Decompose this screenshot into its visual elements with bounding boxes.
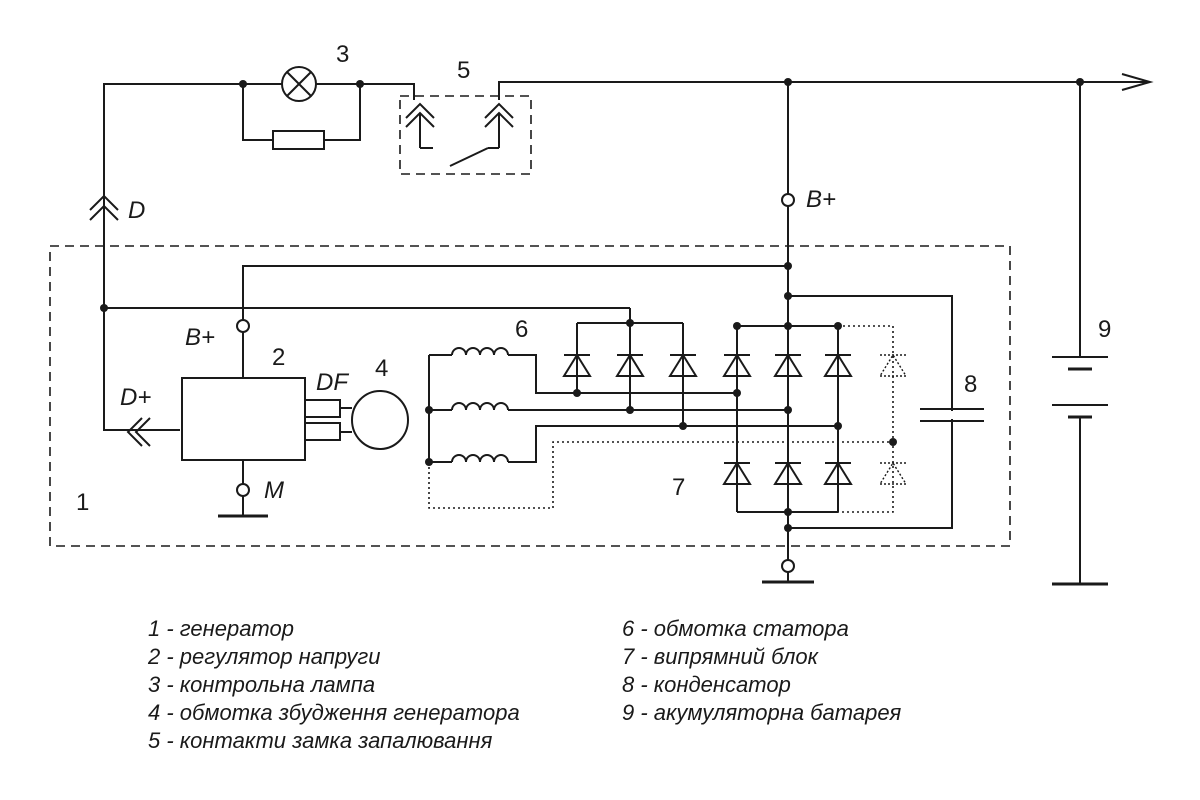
legend-item: 8 - конденсатор — [622, 672, 791, 697]
label-3: 3 — [336, 41, 349, 68]
label-4: 4 — [375, 355, 388, 382]
rectifier-diodes — [562, 353, 908, 485]
legend: 1 - генератор 2 - регулятор напруги 3 - … — [147, 616, 902, 753]
stator-winding — [428, 347, 893, 509]
label-1: 1 — [76, 489, 89, 516]
capacitor — [920, 408, 984, 422]
d-plus-connector — [126, 417, 151, 447]
generator-wiring — [103, 224, 953, 529]
control-lamp — [281, 66, 317, 102]
legend-item: 1 - генератор — [148, 616, 294, 641]
label-m: M — [264, 477, 284, 504]
label-d: D — [128, 197, 145, 224]
battery — [1052, 82, 1108, 586]
b-plus-terminal — [781, 193, 795, 207]
top-wiring — [103, 81, 1150, 224]
label-d-plus: D+ — [120, 384, 151, 411]
ground-terminal — [781, 559, 795, 573]
ignition-switch — [399, 95, 532, 175]
legend-item: 4 - обмотка збудження генератора — [148, 700, 520, 725]
label-5: 5 — [457, 57, 470, 84]
d-connector — [89, 194, 119, 221]
generator-boundary — [49, 245, 1011, 547]
label-8: 8 — [964, 371, 977, 398]
label-b-plus-reg: B+ — [185, 324, 215, 351]
label-df: DF — [316, 369, 349, 396]
lamp-resistor — [272, 130, 325, 150]
legend-item: 2 - регулятор напруги — [147, 644, 380, 669]
voltage-regulator — [181, 377, 306, 461]
label-b-plus-top: B+ — [806, 186, 836, 213]
field-winding — [351, 390, 409, 450]
label-6: 6 — [515, 316, 528, 343]
regulator-b-plus-terminal — [236, 319, 250, 333]
label-2: 2 — [272, 344, 285, 371]
legend-item: 7 - випрямний блок — [622, 644, 820, 669]
legend-item: 6 - обмотка статора — [622, 616, 849, 641]
df-terminals — [304, 399, 352, 441]
label-7: 7 — [672, 474, 685, 501]
legend-item: 3 - контрольна лампа — [148, 672, 375, 697]
regulator-m-terminal — [236, 483, 250, 497]
legend-item: 5 - контакти замка запалювання — [148, 728, 493, 753]
output-arrow — [1121, 73, 1154, 91]
legend-item: 9 - акумуляторна батарея — [622, 700, 902, 725]
label-9: 9 — [1098, 316, 1111, 343]
